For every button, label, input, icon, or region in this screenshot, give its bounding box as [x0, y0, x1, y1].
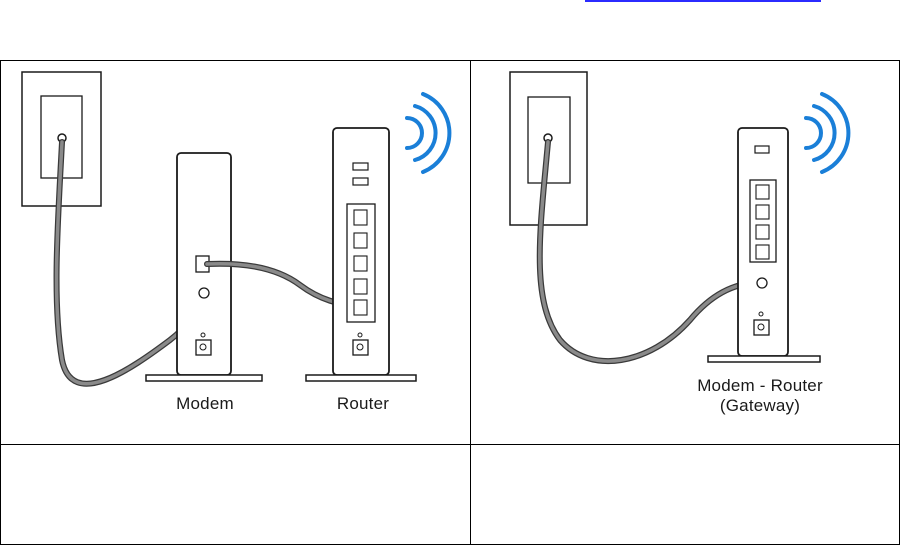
gateway-label-line2: (Gateway)	[680, 396, 840, 416]
left-caption-cell	[1, 445, 470, 544]
modem-label: Modem	[160, 394, 250, 414]
gateway-label-line1: Modem - Router	[680, 376, 840, 396]
gateway-device	[708, 128, 820, 362]
right-caption-cell	[471, 445, 899, 544]
router-device	[306, 128, 416, 381]
wifi-signal-icon	[806, 94, 848, 172]
router-label: Router	[318, 394, 408, 414]
wifi-signal-icon	[407, 94, 449, 172]
